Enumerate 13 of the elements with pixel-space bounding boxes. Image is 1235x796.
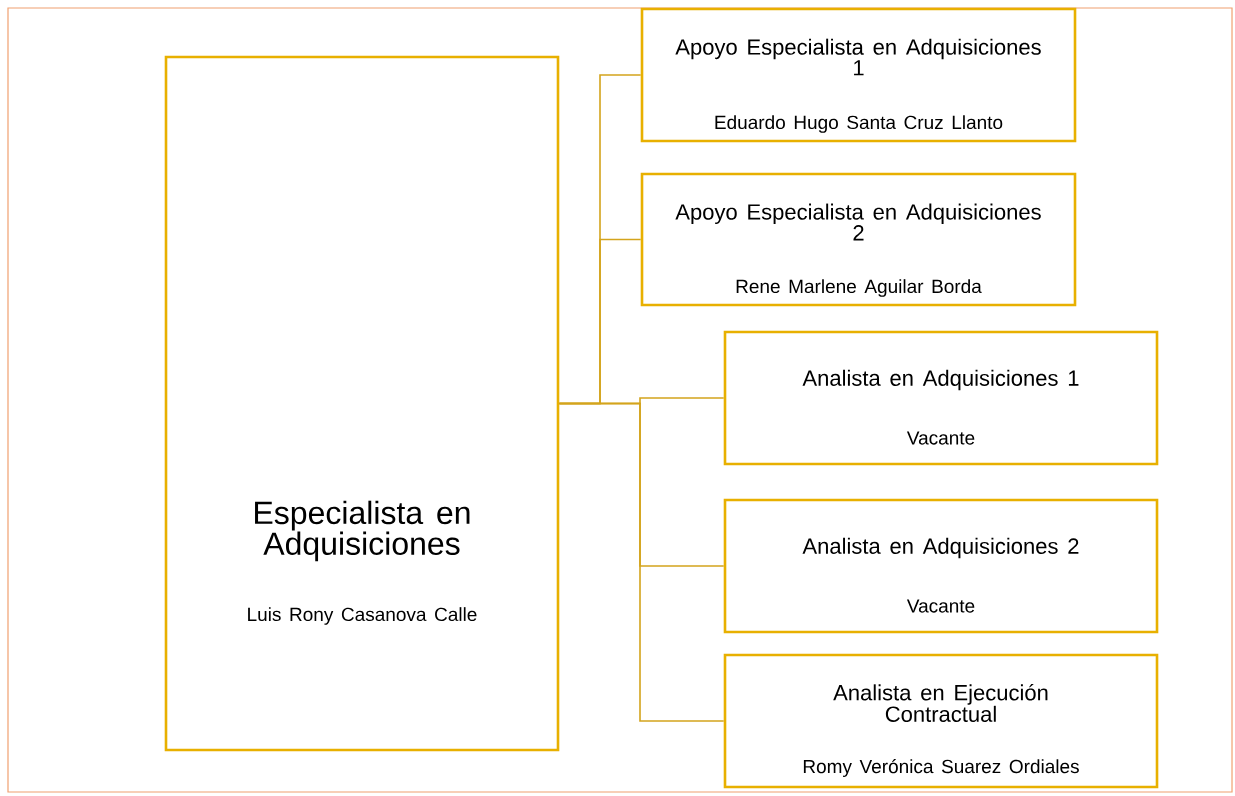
job-title: Especialista en Adquisiciones [255, 500, 470, 562]
person-name: Romy Verónica Suarez Ordiales [803, 759, 1079, 777]
person-name: Vacante [906, 599, 975, 613]
person-name: Luis Rony Casanova Calle [248, 607, 477, 625]
connector-line [558, 402, 725, 722]
job-title: Analista en Adquisiciones 1 [802, 369, 1079, 391]
person-name: Eduardo Hugo Santa Cruz Llanto [715, 115, 1003, 133]
person-name: Rene Marlene Aguilar Borda [736, 279, 982, 297]
job-title: Analista en Ejecución Contractual [833, 684, 1048, 722]
person-name: Vacante [906, 431, 975, 445]
job-title: Apoyo Especialista en Adquisiciones 1 [675, 38, 1041, 76]
job-title: Apoyo Especialista en Adquisiciones 2 [675, 203, 1041, 241]
job-title: Analista en Adquisiciones 2 [802, 537, 1079, 559]
